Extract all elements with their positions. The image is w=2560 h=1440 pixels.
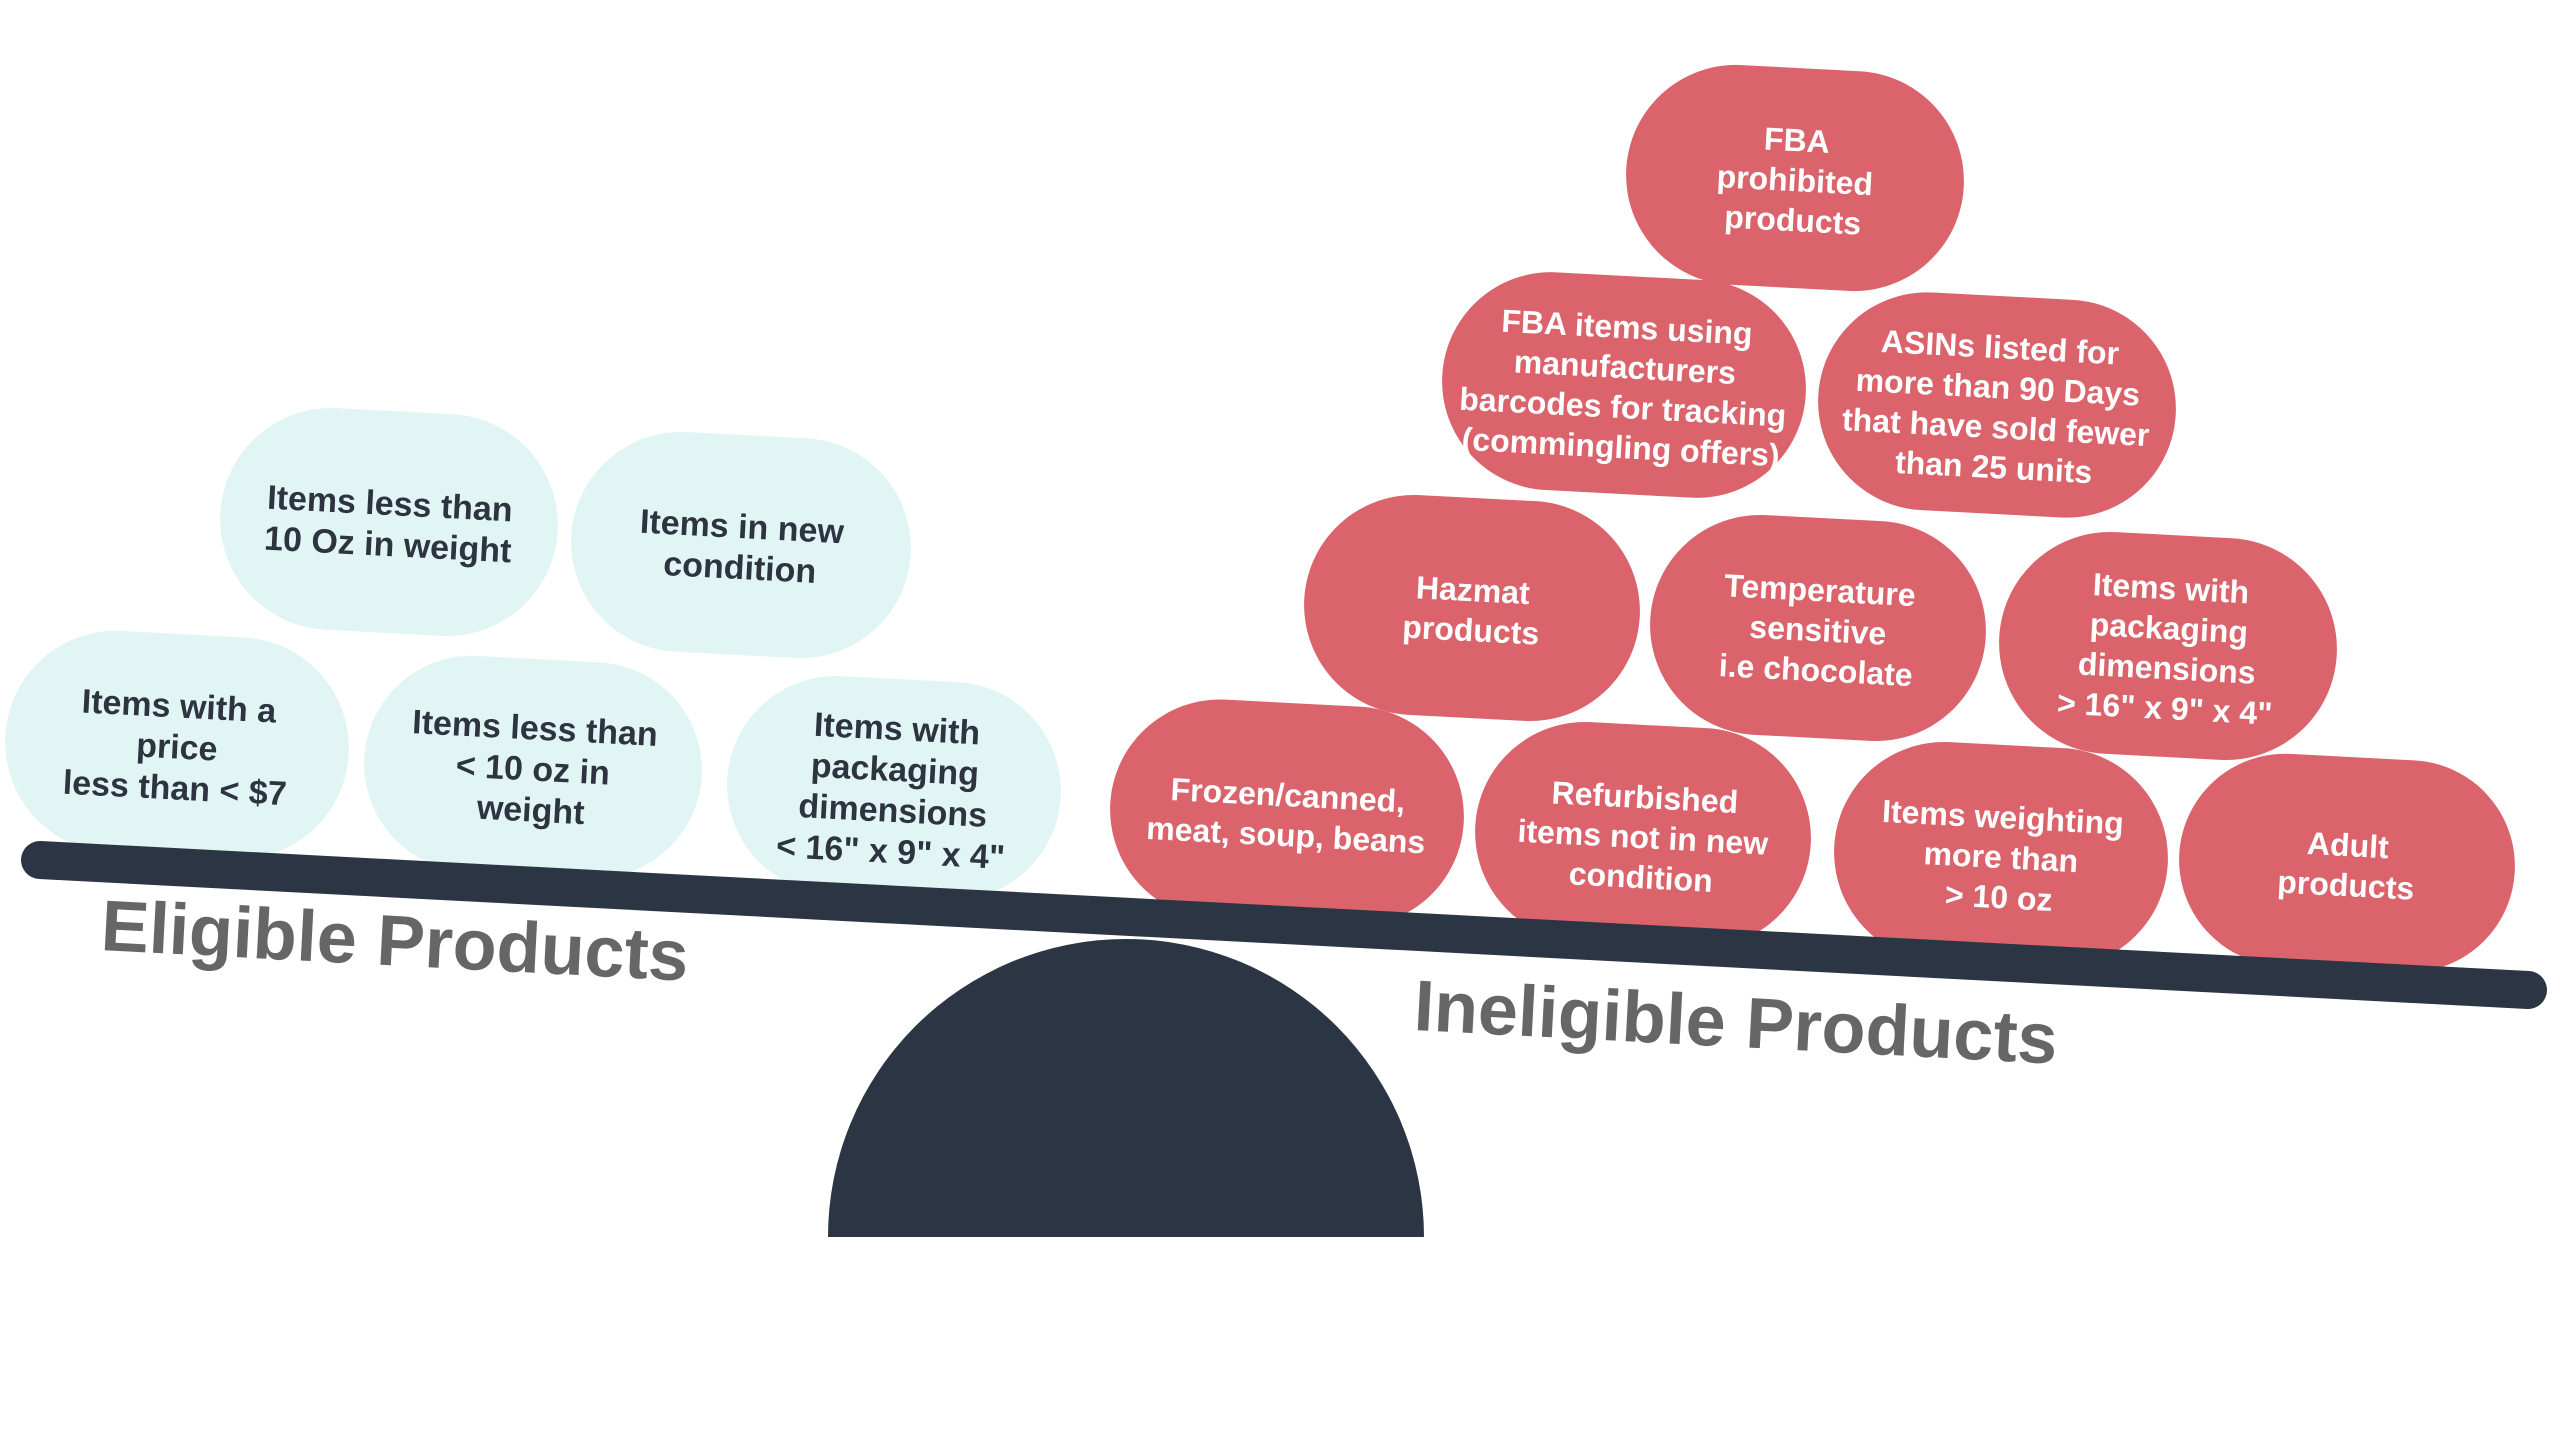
eligible-item-pill-text: condition xyxy=(662,545,817,591)
ineligible-item-pill-shape xyxy=(1626,64,1964,292)
eligible-item-pill-text: price xyxy=(135,726,218,768)
eligible-item-pill-shape xyxy=(220,407,558,637)
eligible-item-pill-shape xyxy=(727,675,1061,901)
ineligible-item-pill-text: > 10 oz xyxy=(1944,876,2053,918)
eligible-item-pill-shape xyxy=(5,630,349,860)
ineligible-item-pill-text: prohibited xyxy=(1716,158,1874,202)
ineligible-item-pill-text: packaging xyxy=(2089,606,2249,650)
eligible-item-pill-shape xyxy=(364,655,702,879)
ineligible-item-pill-shape xyxy=(1999,531,2337,761)
ineligible-item-pill-text: FBA xyxy=(1763,121,1831,160)
ineligible-item-pill-text: Hazmat xyxy=(1415,569,1531,611)
eligible-item-pill-text: Items with xyxy=(813,706,981,753)
ineligible-item-pill-text: Items with xyxy=(2092,566,2250,610)
ineligible-item-pill-text: Adult xyxy=(2306,825,2390,865)
scale-beam xyxy=(21,841,2547,1009)
ineligible-item-pill-shape xyxy=(1834,742,2168,968)
ineligible-item-pill-shape xyxy=(1475,721,1811,949)
ineligible-item-pill-text: condition xyxy=(1568,855,1714,898)
ineligible-item-pill-shape xyxy=(1650,514,1986,742)
ineligible-item-pill-text: sensitive xyxy=(1749,609,1888,652)
ineligible-item-pill-shape xyxy=(1442,272,1806,498)
ineligible-item-pill-text: more than xyxy=(1923,835,2079,879)
ineligible-item-pill-shape xyxy=(2179,753,2515,973)
ineligible-item-pill-text: products xyxy=(2277,864,2416,907)
eligible-item-pill-text: < 10 oz in xyxy=(455,747,611,793)
eligible-item-pill-shape xyxy=(571,431,911,659)
ineligible-item-pill-shape xyxy=(1110,699,1464,927)
ineligible-item-pill-text: products xyxy=(1723,199,1862,242)
ineligible-item-pill-text: products xyxy=(1402,609,1541,652)
ineligible-item-pill-shape xyxy=(1818,292,2176,518)
scale-fulcrum xyxy=(828,939,1424,1237)
eligible-item-pill-text: weight xyxy=(475,789,586,833)
ineligible-products-label: Ineligible Products xyxy=(1412,966,2059,1080)
ineligible-item-pill: Frozen/canned,meat, soup, beans xyxy=(1110,699,1464,927)
ineligible-item-pill-shape xyxy=(1304,494,1640,722)
eligible-item-pill-text: packaging xyxy=(810,747,980,794)
